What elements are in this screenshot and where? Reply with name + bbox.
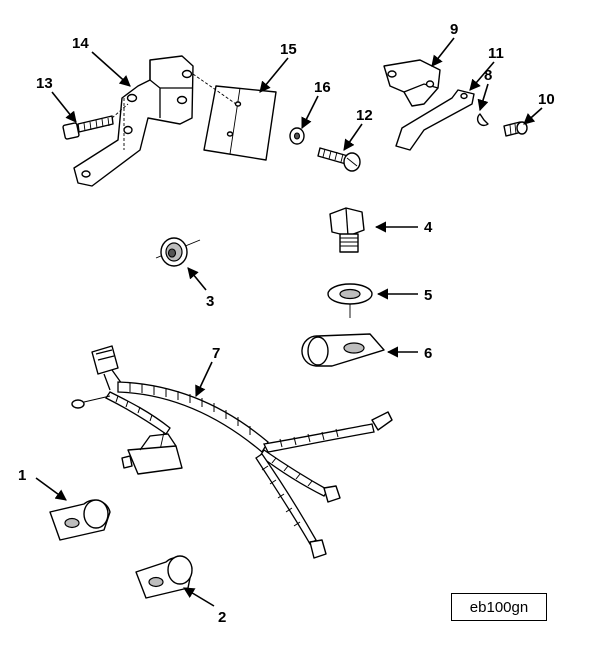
part-9-bracket xyxy=(383,59,441,107)
part-3-grommet xyxy=(155,237,201,267)
callout-7: 7 xyxy=(212,345,220,362)
callout-15: 15 xyxy=(280,41,297,58)
part-13-bolt xyxy=(62,103,129,140)
part-12-screw xyxy=(317,147,361,172)
callout-13: 13 xyxy=(36,75,53,92)
callout-8: 8 xyxy=(484,67,492,84)
callout-6: 6 xyxy=(424,345,432,362)
part-14-mounting-bracket xyxy=(73,55,194,187)
callout-14: 14 xyxy=(72,35,89,52)
callout-1: 1 xyxy=(18,467,26,484)
part-1-clamp xyxy=(49,499,111,541)
figure-reference-code: eb100gn xyxy=(451,593,547,621)
part-7-wire-harness xyxy=(71,345,393,559)
callout-9: 9 xyxy=(450,21,458,38)
callout-10: 10 xyxy=(538,91,555,108)
part-16-washer xyxy=(289,127,305,145)
part-8-clip xyxy=(476,113,489,127)
part-15-plate xyxy=(192,73,277,161)
callout-2: 2 xyxy=(218,609,226,626)
part-6-clamp xyxy=(301,333,385,367)
callout-leaders xyxy=(35,37,543,607)
part-2-clamp xyxy=(135,555,193,599)
part-4-bolt xyxy=(329,207,365,253)
callout-12: 12 xyxy=(356,107,373,124)
callout-5: 5 xyxy=(424,287,432,304)
part-5-washer xyxy=(327,283,373,318)
callout-3: 3 xyxy=(206,293,214,310)
part-11-lever xyxy=(395,89,475,151)
callout-4: 4 xyxy=(424,219,433,236)
part-10-pin xyxy=(503,121,528,137)
callout-16: 16 xyxy=(314,79,331,96)
callout-labels: 1 2 3 4 5 6 7 8 9 10 11 12 13 14 15 16 xyxy=(18,21,555,626)
callout-11: 11 xyxy=(488,45,504,62)
